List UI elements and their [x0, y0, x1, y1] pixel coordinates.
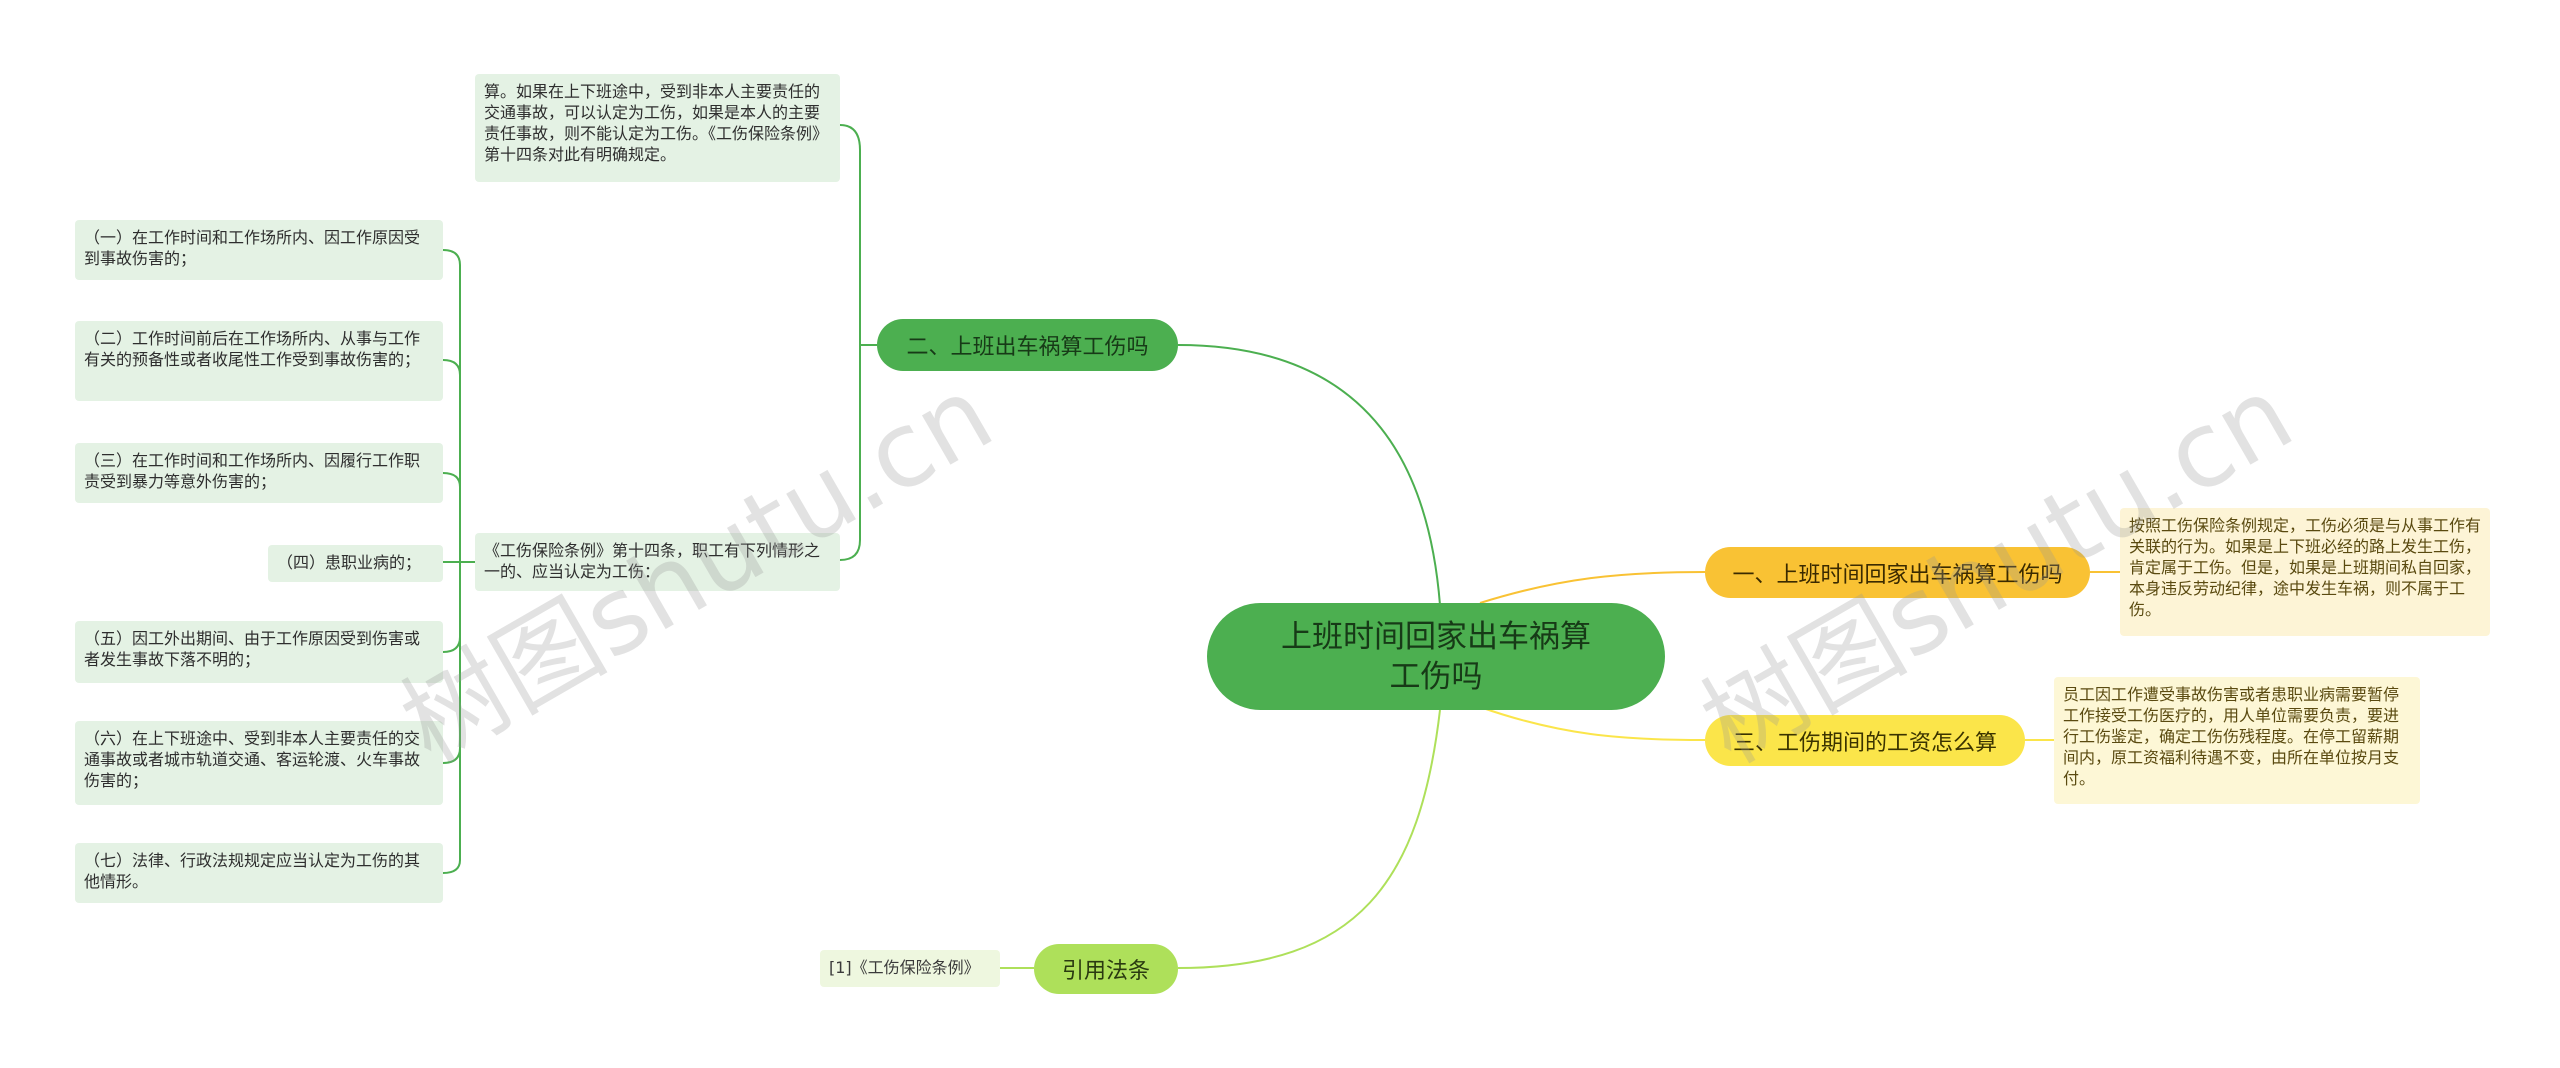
leaf-citation-label: [1]《工伤保险条例》: [829, 958, 980, 977]
branch-one-label: 一、上班时间回家出车祸算工伤吗: [1732, 562, 2063, 588]
leaf-branch-three-label: 员工因工作遭受事故伤害或者患职业病需要暂停工作接受工伤医疗的，用人单位需要负责，…: [2063, 685, 2400, 788]
leaf-branch-two-text1-label: 算。如果在上下班途中，受到非本人主要责任的交通事故，可以认定为工伤，如果是本人的…: [484, 82, 829, 164]
root-node[interactable]: 上班时间回家出车祸算工伤吗: [1207, 603, 1665, 710]
link-b2-leaf1: [839, 124, 861, 345]
leaf-citation[interactable]: [1]《工伤保险条例》: [820, 950, 1000, 987]
link-root-b3: [1479, 706, 1706, 741]
leaf-branch-two-text1: 算。如果在上下班途中，受到非本人主要责任的交通事故，可以认定为工伤，如果是本人的…: [475, 74, 840, 182]
list-item-7: （七）法律、行政法规规定应当认定为工伤的其他情形。: [75, 843, 443, 903]
list-item-7-label: （七）法律、行政法规规定应当认定为工伤的其他情形。: [84, 851, 421, 891]
branch-three[interactable]: 三、工伤期间的工资怎么算: [1705, 715, 2025, 766]
branch-two[interactable]: 二、上班出车祸算工伤吗: [877, 319, 1178, 371]
branch-one[interactable]: 一、上班时间回家出车祸算工伤吗: [1705, 547, 2090, 598]
leaf-branch-two-text2-label: 《工伤保险条例》第十四条，职工有下列情形之一的、应当认定为工伤：: [484, 541, 821, 581]
branch-two-label: 二、上班出车祸算工伤吗: [906, 335, 1149, 360]
link-item-3: [442, 472, 461, 562]
link-b2-leaf2: [839, 345, 861, 561]
list-item-1-label: （一）在工作时间和工作场所内、因工作原因受到事故伤害的；: [84, 228, 421, 268]
branch-three-label: 三、工伤期间的工资怎么算: [1732, 730, 1997, 756]
link-item-6: [442, 562, 461, 764]
list-item-5: （五）因工外出期间、由于工作原因受到伤害或者发生事故下落不明的；: [75, 621, 443, 683]
branch-citation-label: 引用法条: [1061, 959, 1150, 984]
link-root-b4: [1177, 709, 1441, 969]
list-item-5-label: （五）因工外出期间、由于工作原因受到伤害或者发生事故下落不明的；: [84, 629, 421, 669]
root-label: 上班时间回家出车祸算工伤吗: [1281, 618, 1591, 695]
leaf-branch-three-text: 员工因工作遭受事故伤害或者患职业病需要暂停工作接受工伤医疗的，用人单位需要负责，…: [2054, 677, 2420, 804]
list-item-6: （六）在上下班途中、受到非本人主要责任的交通事故或者城市轨道交通、客运轮渡、火车…: [75, 721, 443, 805]
link-item-1: [442, 249, 461, 562]
link-root-b1: [1479, 571, 1706, 604]
list-item-6-label: （六）在上下班途中、受到非本人主要责任的交通事故或者城市轨道交通、客运轮渡、火车…: [84, 729, 421, 790]
link-item-7: [442, 562, 461, 874]
leaf-branch-one-label: 按照工伤保险条例规定，工伤必须是与从事工作有关联的行为。如果是上下班必经的路上发…: [2129, 516, 2482, 619]
leaf-branch-one-text: 按照工伤保险条例规定，工伤必须是与从事工作有关联的行为。如果是上下班必经的路上发…: [2120, 508, 2490, 636]
list-item-4-label: （四）患职业病的；: [277, 553, 422, 572]
list-item-4: （四）患职业病的；: [268, 545, 443, 582]
leaf-branch-two-text2: 《工伤保险条例》第十四条，职工有下列情形之一的、应当认定为工伤：: [475, 533, 840, 591]
link-item-2: [442, 359, 461, 562]
link-item-5: [442, 562, 461, 653]
list-item-3-label: （三）在工作时间和工作场所内、因履行工作职责受到暴力等意外伤害的；: [84, 451, 421, 491]
list-item-1: （一）在工作时间和工作场所内、因工作原因受到事故伤害的；: [75, 220, 443, 280]
link-root-b2: [1177, 344, 1441, 606]
list-item-3: （三）在工作时间和工作场所内、因履行工作职责受到暴力等意外伤害的；: [75, 443, 443, 503]
list-item-2: （二）工作时间前后在工作场所内、从事与工作有关的预备性或者收尾性工作受到事故伤害…: [75, 321, 443, 401]
branch-citation[interactable]: 引用法条: [1034, 944, 1178, 994]
list-item-2-label: （二）工作时间前后在工作场所内、从事与工作有关的预备性或者收尾性工作受到事故伤害…: [84, 329, 421, 369]
